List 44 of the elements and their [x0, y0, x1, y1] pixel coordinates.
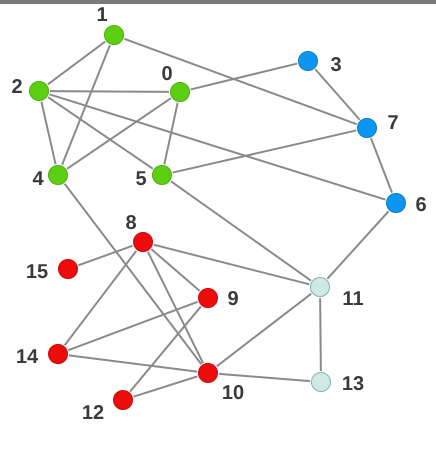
edge-line [66, 97, 172, 170]
edge-line [170, 180, 312, 282]
edge-line [61, 44, 111, 166]
edge-line [319, 298, 322, 372]
edge-line [326, 210, 390, 280]
edge-line [68, 354, 198, 373]
edge-line [218, 372, 310, 382]
edge-line [190, 62, 298, 90]
edge-line [163, 102, 179, 164]
edge-line [147, 251, 204, 364]
edge-line [78, 244, 133, 266]
edge-line [150, 248, 200, 292]
edge-line [40, 102, 57, 164]
node-label: 1 [96, 5, 108, 25]
edge-line [129, 306, 202, 392]
edge-line [216, 292, 312, 368]
edge-line [47, 40, 106, 86]
edge-line [133, 375, 198, 398]
node-label: 4 [32, 169, 44, 189]
edge-line [48, 96, 154, 170]
edge-line [64, 250, 138, 346]
edge-line [50, 90, 169, 93]
node-label: 3 [330, 55, 342, 75]
edge-line [314, 68, 360, 120]
node-label: 10 [222, 383, 244, 403]
edge-line [64, 183, 202, 365]
node-label: 2 [11, 77, 23, 97]
edge-line [68, 300, 198, 352]
node-label: 0 [161, 64, 173, 84]
node-label: 6 [415, 195, 427, 215]
node-label: 12 [82, 403, 104, 423]
edge-line [124, 38, 358, 126]
node-label: 7 [387, 113, 399, 133]
node-label: 8 [125, 213, 137, 233]
node-label: 9 [227, 289, 239, 309]
node-label: 14 [16, 347, 38, 367]
edge-line [172, 129, 356, 174]
node-label: 13 [342, 374, 364, 394]
edge-line [49, 93, 386, 201]
node-label: 11 [342, 289, 364, 309]
node-label: 15 [26, 262, 48, 282]
node-label: 5 [135, 169, 147, 189]
edge-line [370, 138, 393, 194]
edge-line [153, 244, 310, 286]
